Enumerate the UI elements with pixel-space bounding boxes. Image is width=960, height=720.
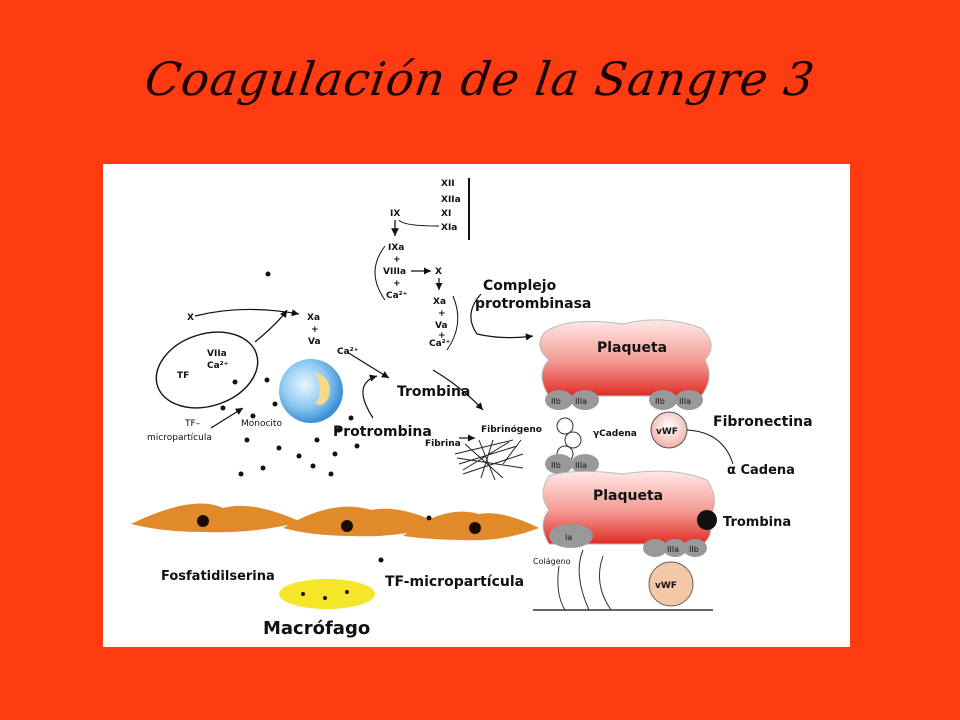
svg-text:IIIa: IIIa (667, 545, 679, 554)
calcium-ion: Ca²⁺ (386, 291, 408, 301)
protrombina-label: Protrombina (333, 424, 432, 440)
trombina-right-label: Trombina (723, 515, 791, 530)
svg-text:+: + (438, 309, 446, 319)
colageno-label: Colágeno (533, 557, 571, 566)
intrinsic-cascade: XII XIIa XI XIa IX IXa + VIIIa + Ca²⁺ X … (374, 178, 470, 351)
fibronectina-label: Fibronectina (713, 414, 813, 430)
fibrina-label: Fibrina (425, 439, 461, 449)
coagulation-diagram: XII XIIa XI XIa IX IXa + VIIIa + Ca²⁺ X … (131, 178, 813, 639)
factor-xi: XI (441, 209, 451, 219)
factor-xa-left: Xa (307, 313, 320, 323)
svg-text:+: + (311, 325, 319, 335)
svg-text:IIIa: IIIa (575, 461, 587, 470)
factor-viia: VIIa (207, 349, 227, 359)
tf-microparticula-label: TF-micropartícula (385, 574, 524, 590)
factor-va-left: Va (308, 337, 321, 347)
factor-ix: IX (390, 209, 400, 219)
fibrinogeno-label: Fibrinógeno (481, 424, 542, 435)
macrofago-label: Macrófago (263, 618, 370, 639)
microparticula-label: micropartícula (147, 433, 212, 443)
alpha-cadena-label: α Cadena (727, 463, 795, 478)
protrombinasa-label: protrombinasa (475, 296, 591, 312)
plaqueta-bottom-label: Plaqueta (593, 488, 663, 504)
factor-ixa: IXa (388, 243, 404, 253)
slide-title: Coagulación de la Sangre 3 (141, 52, 819, 106)
calcium-viia: Ca²⁺ (207, 361, 229, 371)
svg-text:Ca²⁺: Ca²⁺ (429, 339, 451, 349)
vwf-bottom: vWF (655, 581, 677, 591)
svg-text:IIb: IIb (551, 397, 561, 406)
factor-va-right: Va (435, 321, 448, 331)
svg-text:+: + (438, 331, 446, 341)
factor-x-left: X (187, 313, 194, 323)
coagulation-figure: XII XIIa XI XIa IX IXa + VIIIa + Ca²⁺ X … (103, 164, 850, 647)
svg-text:IIb: IIb (689, 545, 699, 554)
microparticles (220, 271, 360, 477)
svg-text:IIb: IIb (551, 461, 561, 470)
vwf-top: vWF (656, 427, 678, 437)
complejo-label: Complejo (483, 278, 557, 294)
macrophage: Fosfatidilserina TF-micropartícula Macró… (161, 569, 524, 639)
svg-text:IIIa: IIIa (679, 397, 691, 406)
svg-text:+: + (393, 279, 401, 289)
svg-text:IIIa: IIIa (575, 397, 587, 406)
endothelial-cells (131, 503, 539, 563)
factor-xa-right: Xa (433, 297, 446, 307)
factor-xii: XII (441, 179, 455, 189)
factor-xiia: XIIa (441, 195, 461, 205)
trombina-center: Trombina (397, 384, 470, 400)
tissue-factor: TF (177, 371, 189, 381)
tf-micro-label: TF– (184, 419, 201, 429)
fibrin-mesh (454, 439, 524, 481)
gamma-cadena-label: γCadena (593, 429, 637, 439)
extrinsic-pathway: X Xa + Va Ca²⁺ VIIa Ca²⁺ TF TF– micropar… (147, 308, 359, 443)
monocyte: Monocito (241, 359, 343, 429)
svg-text:IIb: IIb (655, 397, 665, 406)
factor-x-right: X (435, 267, 442, 277)
monocito-label: Monocito (241, 419, 282, 429)
factor-viiia: VIIIa (383, 267, 406, 277)
platelet-adhesion: Plaqueta IIb IIIa IIb IIIa γCadena vWF F… (533, 319, 813, 611)
svg-text:+: + (393, 255, 401, 265)
factor-xia: XIa (441, 223, 457, 233)
plaqueta-top-label: Plaqueta (597, 340, 667, 356)
receptor-ia: Ia (565, 533, 572, 542)
fosfatidilserina-label: Fosfatidilserina (161, 569, 275, 584)
